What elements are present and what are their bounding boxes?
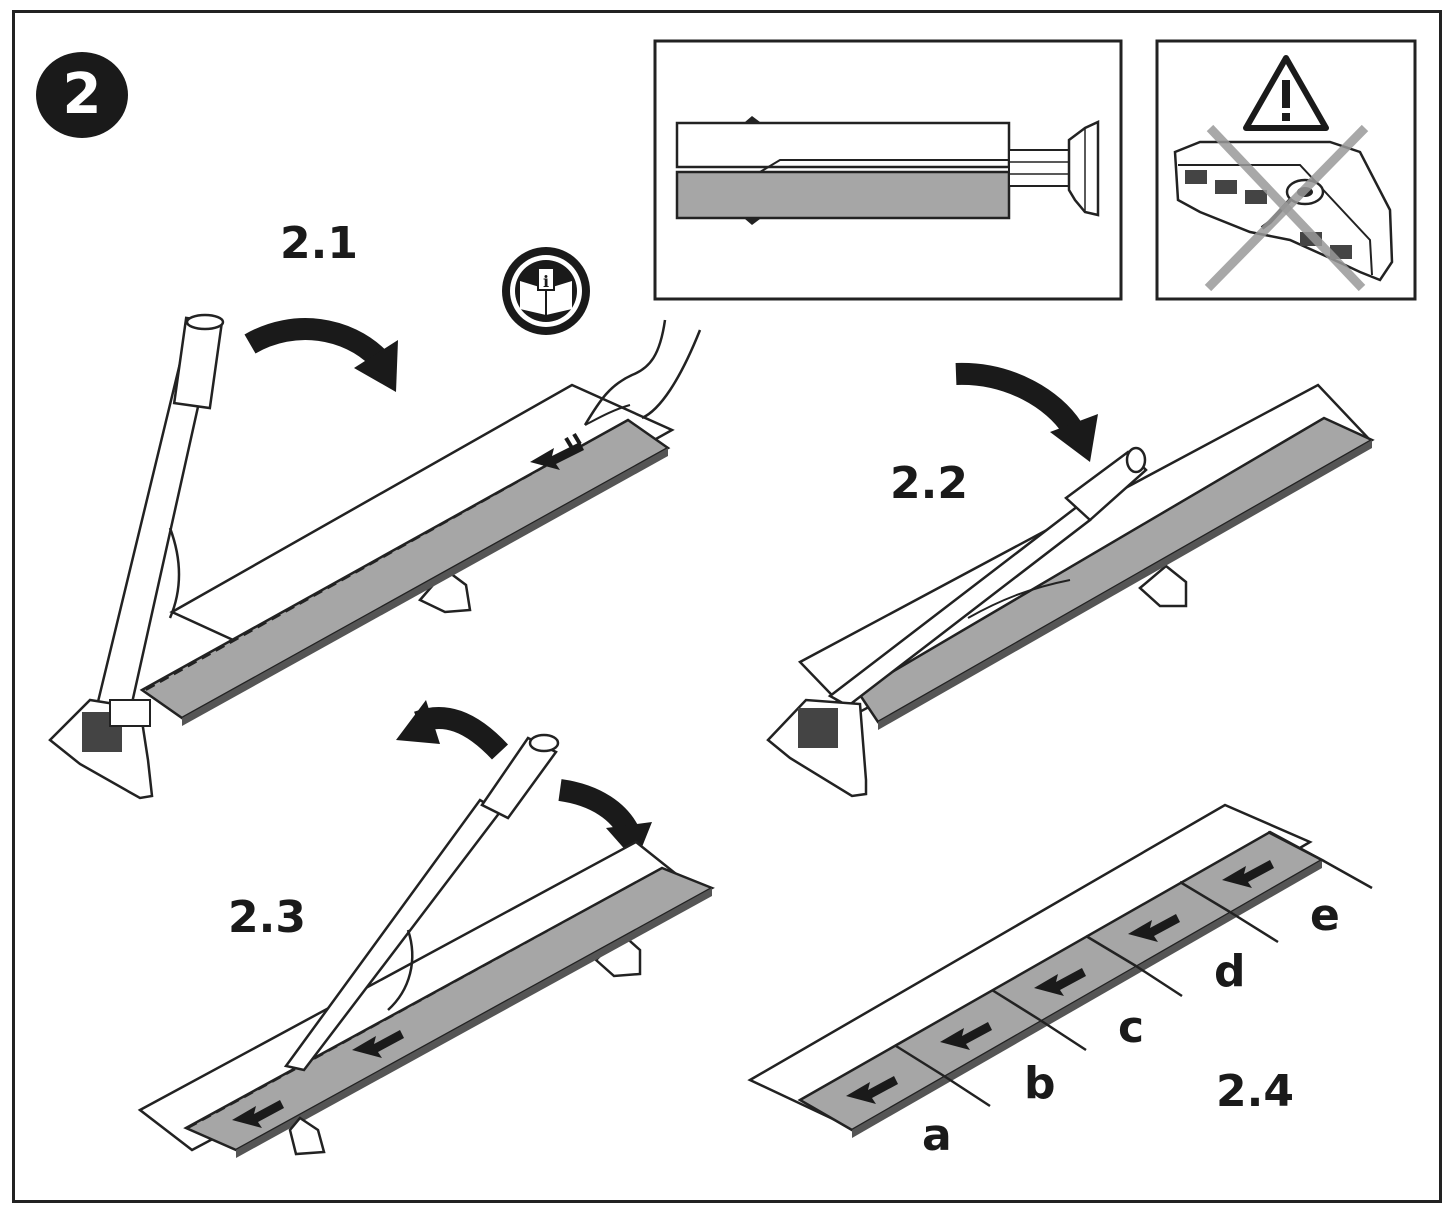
- step-label-2-3: 2.3: [228, 892, 306, 943]
- step-number-badge: 2: [36, 52, 128, 138]
- inset-side-view: [653, 39, 1123, 301]
- segment-label-a: a: [922, 1110, 952, 1161]
- segment-label-c: c: [1118, 1002, 1145, 1053]
- step-2-1-illustration: i: [48, 247, 702, 800]
- inset-warning: [1155, 39, 1417, 301]
- step-label-2-2: 2.2: [890, 458, 968, 509]
- segment-label-e: e: [1310, 890, 1340, 941]
- segment-label-d: d: [1214, 946, 1246, 997]
- segment-label-b: b: [1024, 1058, 1056, 1109]
- step-2-3-illustration: [137, 700, 715, 1158]
- direction-arrow-2-3a: [352, 1030, 404, 1058]
- manual-info-icon: i: [502, 247, 590, 335]
- svg-text:i: i: [543, 272, 549, 291]
- warning-triangle-icon: [1243, 55, 1329, 131]
- step-label-2-4: 2.4: [1216, 1066, 1294, 1117]
- direction-arrow-2-1: [530, 432, 584, 470]
- step-2-4-illustration: [747, 803, 1373, 1138]
- step-2-2-illustration: [766, 362, 1375, 798]
- direction-arrow-2-3b: [232, 1100, 284, 1128]
- step-label-2-1: 2.1: [280, 218, 358, 269]
- diagram-frame: [12, 10, 1442, 1203]
